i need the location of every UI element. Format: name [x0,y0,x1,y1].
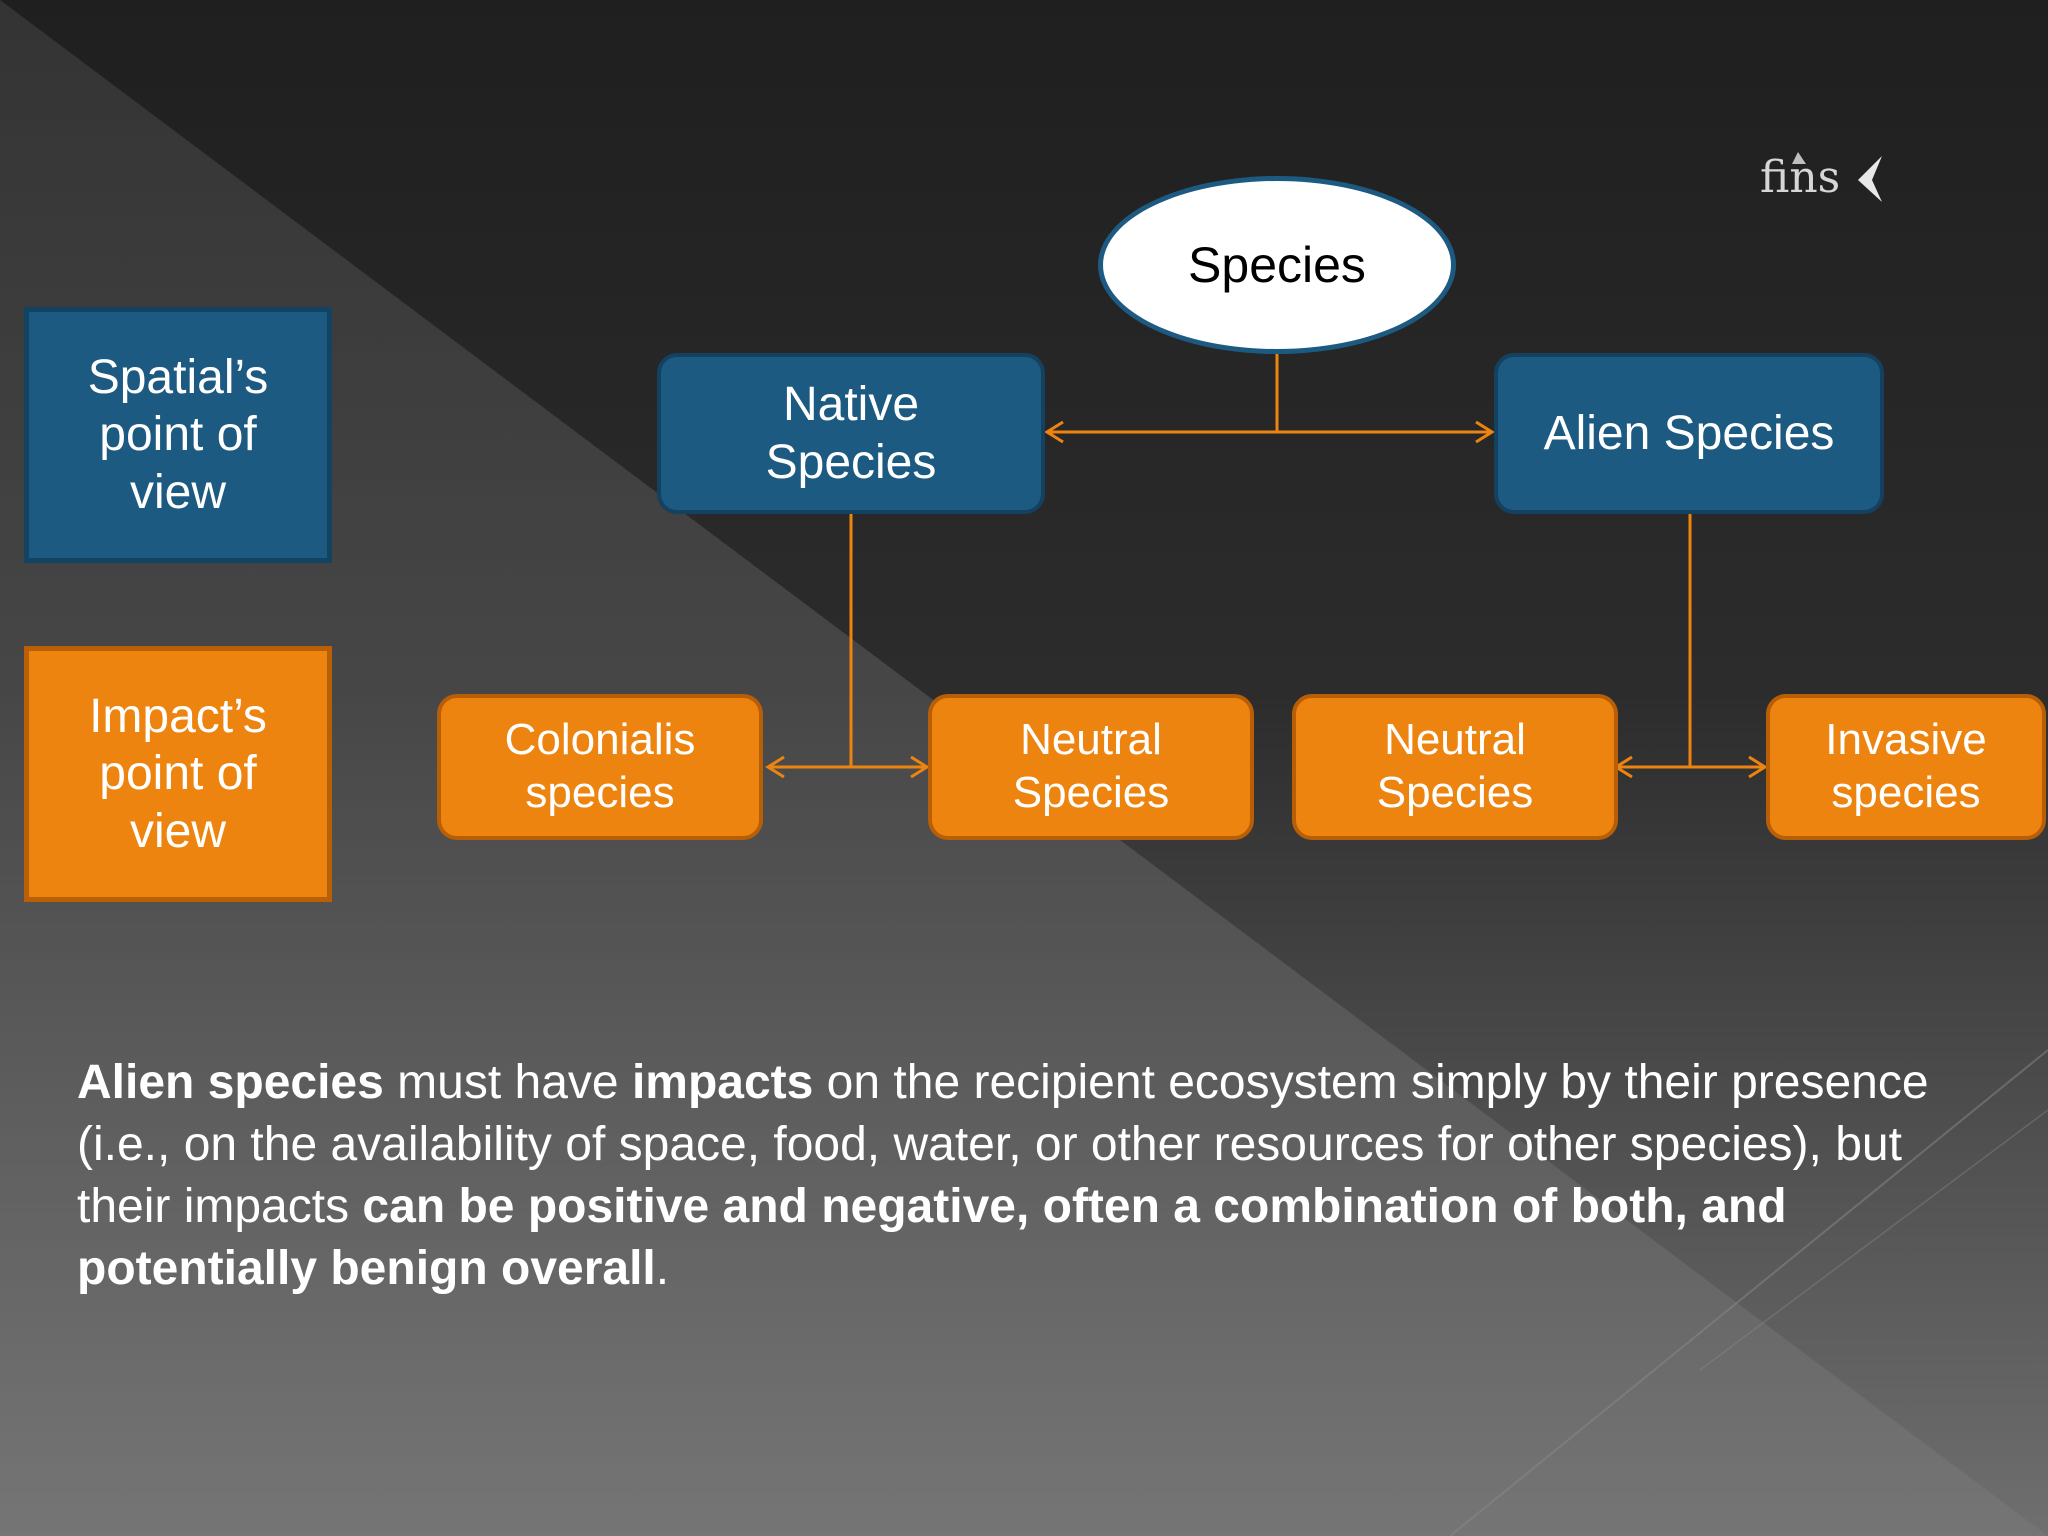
legend-impact-box: Impact’s point of view [24,646,332,902]
node-invasive-species-label: Invasive species [1825,715,1987,817]
node-native-species-label: Native Species [765,377,937,489]
body-text-3: . [655,1242,670,1295]
body-bold-impacts: impacts [631,1056,814,1109]
node-species-label: Species [1188,237,1366,293]
node-native-species: Native Species [657,353,1045,514]
node-species: Species [1098,176,1456,354]
fins-logo: fins [1760,152,1882,203]
node-neutral-species-native-label: Neutral Species [1012,715,1170,817]
node-neutral-species-alien: Neutral Species [1292,694,1618,840]
node-colonialis-species: Colonialis species [437,694,763,840]
body-bold-conclusion: can be positive and negative, often a co… [77,1180,1787,1295]
node-alien-species-label: Alien Species [1543,406,1835,460]
node-neutral-species-native: Neutral Species [928,694,1254,840]
body-text-1: must have [383,1056,632,1109]
body-text-2: on the recipient ecosystem simply by the… [77,1056,1929,1233]
node-neutral-species-alien-label: Neutral Species [1376,715,1534,817]
node-invasive-species: Invasive species [1766,694,2046,840]
legend-impact-label: Impact’s point of view [89,689,267,858]
node-alien-species: Alien Species [1494,353,1884,514]
node-colonialis-species-label: Colonialis species [504,715,696,817]
body-paragraph: Alien species must have impacts on the r… [77,1052,1977,1300]
legend-spatial-box: Spatial’s point of view [24,307,332,563]
body-bold-alien-species: Alien species [77,1056,384,1109]
legend-spatial-label: Spatial’s point of view [87,350,269,519]
